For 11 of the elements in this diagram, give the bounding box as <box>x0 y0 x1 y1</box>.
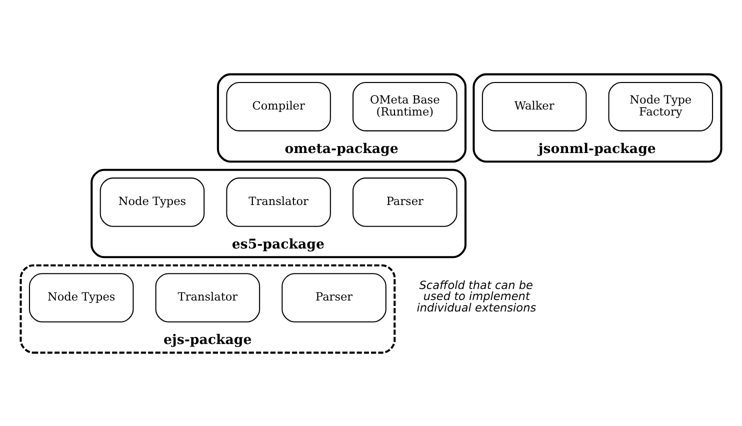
node-box: Translator <box>226 177 331 226</box>
node-box: Parser <box>282 272 386 322</box>
node-box: Parser <box>352 177 458 226</box>
node-label: Scaffold that can be used to implement individual extensions <box>416 278 536 314</box>
node-box: Node Type Factory <box>608 82 714 131</box>
node-box: Node Types <box>28 272 134 322</box>
node-box: OMeta Base (Runtime) <box>352 82 458 131</box>
node-box: Translator <box>155 272 260 322</box>
node-box: Compiler <box>226 82 331 131</box>
node-box: Node Types <box>100 177 205 226</box>
node-box: Walker <box>482 82 587 131</box>
